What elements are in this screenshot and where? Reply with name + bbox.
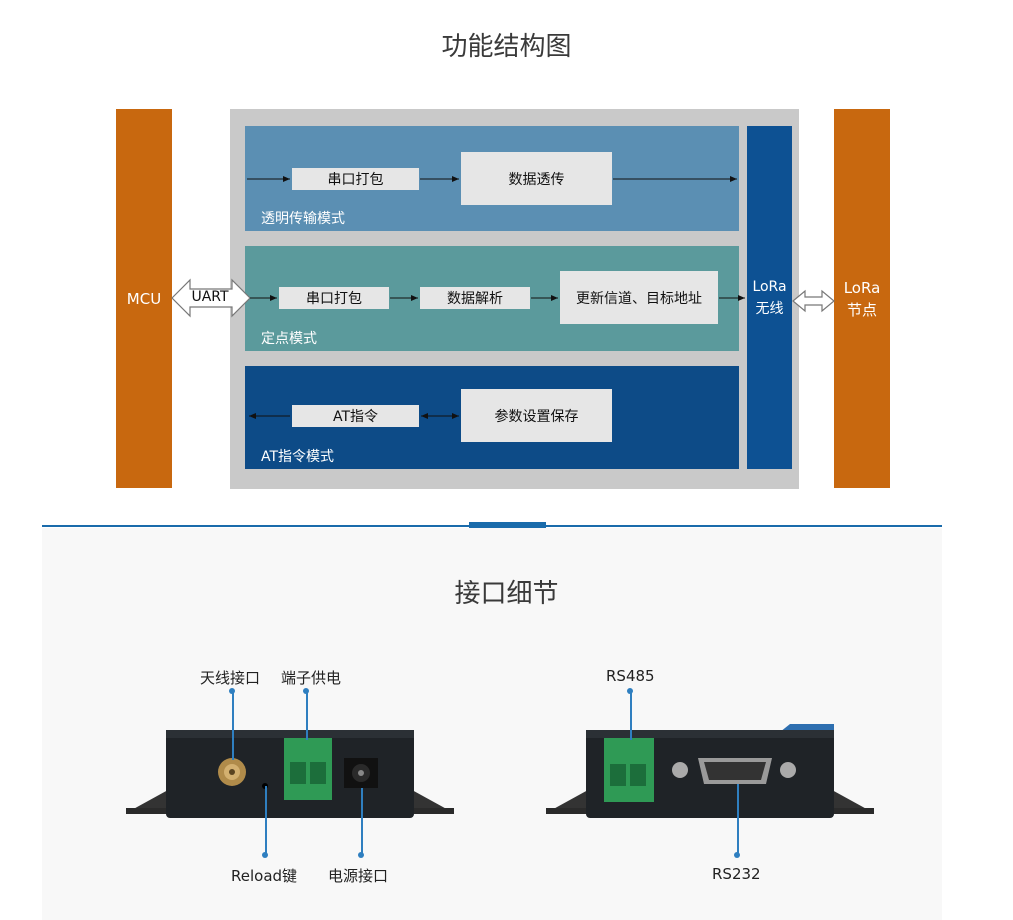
- interface-title: 接口细节: [454, 579, 559, 609]
- reload-label: Reload键: [231, 867, 298, 885]
- rs232-screw-right-icon: [780, 762, 796, 778]
- uart-label: UART: [191, 289, 229, 305]
- rs485-leader-dot: [627, 688, 633, 694]
- mode-fixed-point-box-2: 数据解析: [420, 287, 530, 309]
- rs485-leader: [630, 692, 632, 740]
- antenna-leader: [232, 692, 234, 760]
- mode-fixed-point-label: 定点模式: [261, 331, 317, 347]
- device-front-panel: [126, 730, 454, 818]
- mode-transparent-label: 透明传输模式: [261, 211, 345, 227]
- diagram-title: 功能结构图: [441, 32, 572, 62]
- lora-wireless-block: LoRa 无线: [747, 126, 792, 469]
- mode-fixed-point-box-1: 串口打包: [279, 287, 389, 309]
- lora-node-line2: 节点: [846, 300, 877, 319]
- antenna-label: 天线接口: [200, 669, 261, 687]
- rs485-label: RS485: [606, 667, 655, 685]
- lora-node-block: LoRa 节点: [834, 109, 890, 488]
- lora-double-arrow: [792, 289, 835, 313]
- power-jack-leader-dot: [358, 852, 364, 858]
- section-divider-accent: [469, 522, 546, 530]
- device-rear-panel: [546, 724, 874, 818]
- diagram-connectors: [171, 176, 835, 419]
- power-jack-leader: [361, 788, 363, 856]
- terminal-leader-dot: [303, 688, 309, 694]
- mode-transparent-box-1: 串口打包: [292, 168, 419, 190]
- lora-node-line1: LoRa: [843, 278, 881, 297]
- lora-wireless-line2: 无线: [755, 300, 784, 317]
- rs232-leader-dot: [734, 852, 740, 858]
- mode-at-box-2: 参数设置保存: [461, 389, 612, 442]
- mode-fixed-point-box-3: 更新信道、目标地址: [560, 271, 718, 324]
- mode-at-label: AT指令模式: [261, 449, 335, 465]
- power-jack-label: 电源接口: [328, 867, 389, 885]
- mcu-label: MCU: [126, 289, 162, 308]
- reload-leader: [265, 786, 267, 856]
- rs232-label: RS232: [712, 865, 761, 883]
- antenna-leader-dot: [229, 688, 235, 694]
- reload-leader-dot: [262, 852, 268, 858]
- lora-wireless-line1: LoRa: [752, 278, 787, 295]
- rs232-leader: [737, 784, 739, 856]
- mcu-block: MCU: [116, 109, 172, 488]
- terminal-power-label: 端子供电: [281, 669, 342, 687]
- rs232-screw-left-icon: [672, 762, 688, 778]
- terminal-leader: [306, 692, 308, 740]
- mode-transparent-box-2: 数据透传: [461, 152, 612, 205]
- mode-at-box-1: AT指令: [292, 405, 419, 427]
